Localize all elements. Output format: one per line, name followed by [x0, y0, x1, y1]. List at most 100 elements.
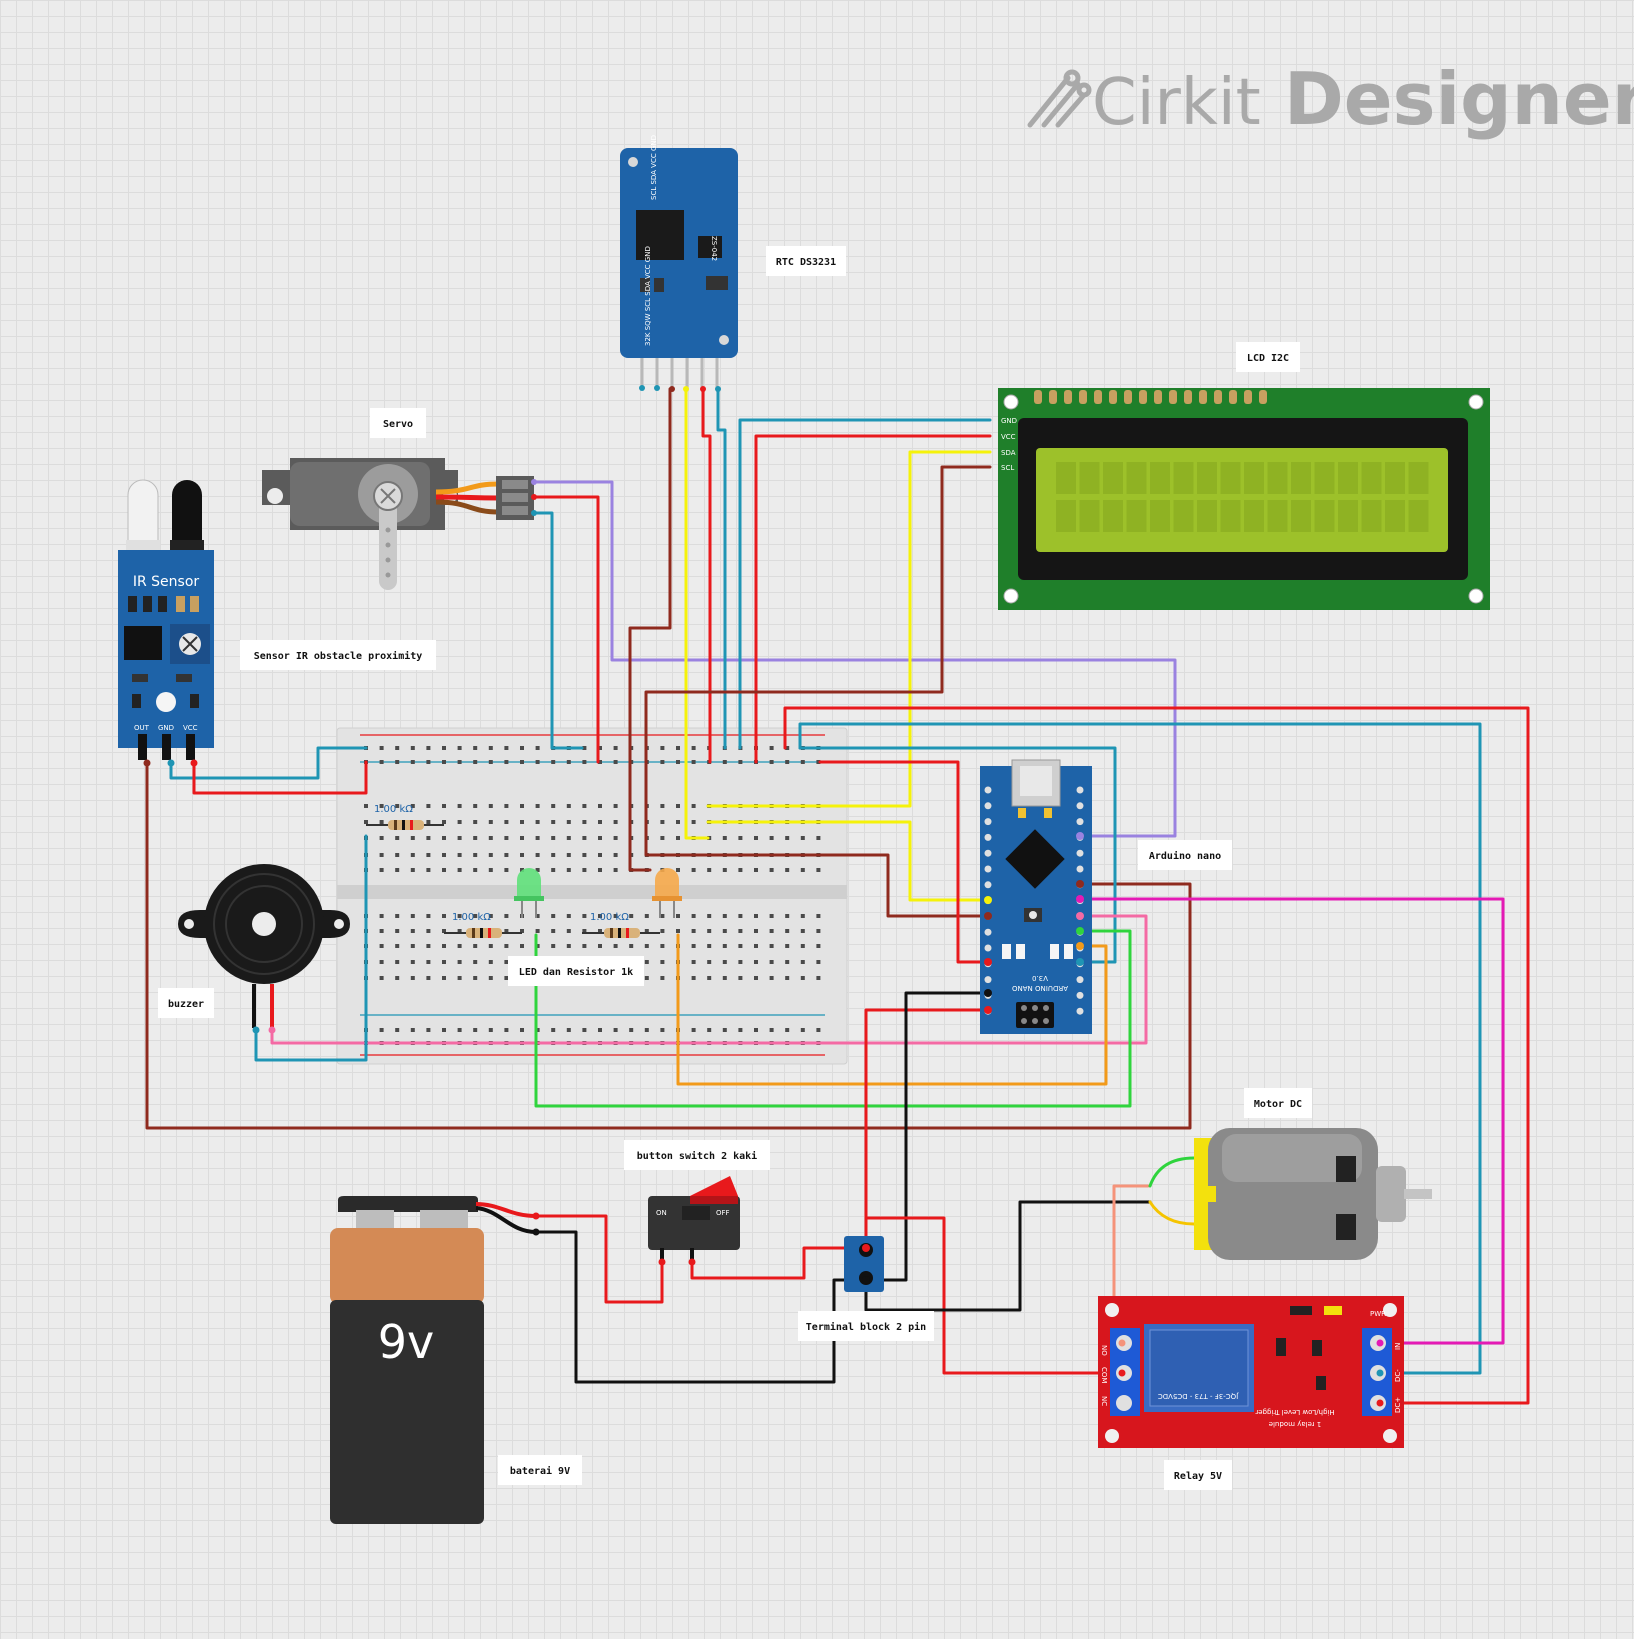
breadboard-hole — [691, 804, 696, 808]
breadboard-hole — [364, 820, 368, 824]
nano-pin-left — [984, 976, 992, 984]
wire-lcd-vcc — [754, 434, 992, 764]
breadboard-hole — [504, 746, 509, 750]
breadboard-hole — [785, 960, 790, 964]
breadboard-hole — [816, 760, 821, 764]
breadboard-hole — [457, 944, 462, 948]
breadboard-hole — [504, 868, 509, 872]
breadboard-hole — [816, 960, 821, 964]
breadboard-hole — [754, 944, 758, 948]
breadboard-hole — [473, 976, 478, 980]
breadboard-hole — [676, 929, 680, 933]
wire-green-led — [534, 929, 1132, 1108]
breadboard-hole — [395, 836, 400, 840]
breadboard-hole — [504, 1028, 509, 1032]
label-button: button switch 2 kaki — [624, 1140, 770, 1170]
brand-bold: Designer — [1284, 57, 1634, 141]
breadboard-hole — [566, 760, 571, 764]
breadboard-hole — [644, 1028, 649, 1032]
lcd-char-cell — [1079, 500, 1100, 532]
breadboard-hole — [410, 929, 415, 933]
breadboard-hole — [613, 804, 618, 808]
breadboard-hole — [504, 960, 509, 964]
breadboard-hole — [426, 836, 431, 840]
arduino-nano[interactable]: ARDUINO NANO V3.0 — [980, 759, 1092, 1034]
breadboard-hole — [473, 868, 478, 872]
breadboard-hole — [473, 760, 478, 764]
breadboard-hole — [816, 868, 821, 872]
breadboard-hole — [816, 976, 821, 980]
breadboard-hole — [488, 960, 493, 964]
breadboard-hole — [785, 760, 790, 764]
breadboard-hole — [800, 976, 805, 980]
breadboard-hole — [395, 746, 400, 750]
nano-title: ARDUINO NANO — [1012, 984, 1068, 992]
breadboard-hole — [551, 929, 556, 933]
breadboard-hole — [582, 914, 587, 918]
breadboard-hole — [769, 746, 774, 750]
breadboard-hole — [551, 836, 556, 840]
terminal-block[interactable] — [844, 1236, 884, 1292]
orange-led[interactable] — [652, 868, 682, 918]
breadboard-hole — [707, 868, 712, 872]
breadboard-hole — [691, 929, 696, 933]
relay-module[interactable]: JQC-3F - T73 - DC5VDC 1 relay module Hig… — [1098, 1296, 1404, 1448]
ir-sensor[interactable]: IR Sensor OUT GND VCC — [118, 479, 214, 767]
lcd-char-cell — [1408, 500, 1429, 532]
breadboard-hole — [738, 976, 743, 980]
label-nano: Arduino nano — [1138, 840, 1232, 870]
green-led[interactable] — [514, 868, 544, 918]
breadboard-hole — [566, 914, 571, 918]
buzzer[interactable] — [178, 864, 350, 1034]
breadboard-hole — [738, 836, 743, 840]
wire-buzzer-signal — [270, 914, 1148, 1045]
breadboard-hole — [722, 929, 727, 933]
lcd-header-pin — [1259, 390, 1267, 404]
lcd-char-cell — [1361, 500, 1382, 532]
motor-dc[interactable] — [1194, 1128, 1432, 1260]
breadboard-hole — [566, 804, 571, 808]
resistor-1[interactable]: 1.00 kΩ — [366, 804, 444, 830]
rtc-ds3231[interactable]: SCL SDA VCC GND ZS-042 32K SQW SCL SDA V… — [620, 135, 738, 392]
breadboard-hole — [551, 1028, 556, 1032]
breadboard-hole — [426, 1028, 431, 1032]
breadboard-hole — [520, 804, 524, 808]
breadboard-hole — [800, 760, 805, 764]
battery-9v[interactable]: 9v — [330, 1196, 540, 1524]
breadboard-hole — [691, 914, 696, 918]
breadboard-hole — [613, 853, 618, 857]
button-switch[interactable]: ON OFF — [648, 1176, 740, 1266]
breadboard-hole — [488, 1028, 493, 1032]
breadboard-hole — [800, 944, 805, 948]
label-terminal: Terminal block 2 pin — [798, 1311, 934, 1341]
switch-off-label: OFF — [716, 1209, 730, 1217]
breadboard-hole — [566, 868, 571, 872]
breadboard-hole — [395, 804, 400, 808]
label-servo: Servo — [370, 408, 426, 438]
breadboard-hole — [473, 853, 478, 857]
breadboard-hole — [800, 960, 805, 964]
breadboard-hole — [379, 836, 384, 840]
resistor-2[interactable]: 1.00 kΩ — [444, 912, 522, 938]
lcd-char-cell — [1150, 462, 1170, 494]
breadboard-hole — [488, 944, 493, 948]
breadboard-hole — [598, 746, 602, 750]
servo-motor[interactable] — [262, 458, 537, 590]
lcd-i2c[interactable]: GND VCC SDA SCL — [998, 388, 1490, 610]
breadboard-hole — [660, 836, 665, 840]
svg-text:baterai 9V: baterai 9V — [510, 1465, 570, 1477]
breadboard-hole — [707, 960, 712, 964]
svg-text:Sensor IR obstacle proximity: Sensor IR obstacle proximity — [254, 650, 423, 662]
breadboard-hole — [473, 960, 478, 964]
lcd-char-cell — [1244, 500, 1264, 532]
breadboard-hole — [379, 976, 384, 980]
breadboard-hole — [457, 853, 462, 857]
breadboard-hole — [566, 1028, 571, 1032]
nano-pin-left — [984, 881, 992, 889]
breadboard-hole — [410, 976, 415, 980]
resistor-3[interactable]: 1.00 kΩ — [582, 912, 660, 938]
breadboard-hole — [660, 1028, 665, 1032]
nano-pin-right — [1076, 802, 1084, 810]
breadboard-hole — [582, 820, 587, 824]
breadboard-hole — [535, 929, 540, 933]
